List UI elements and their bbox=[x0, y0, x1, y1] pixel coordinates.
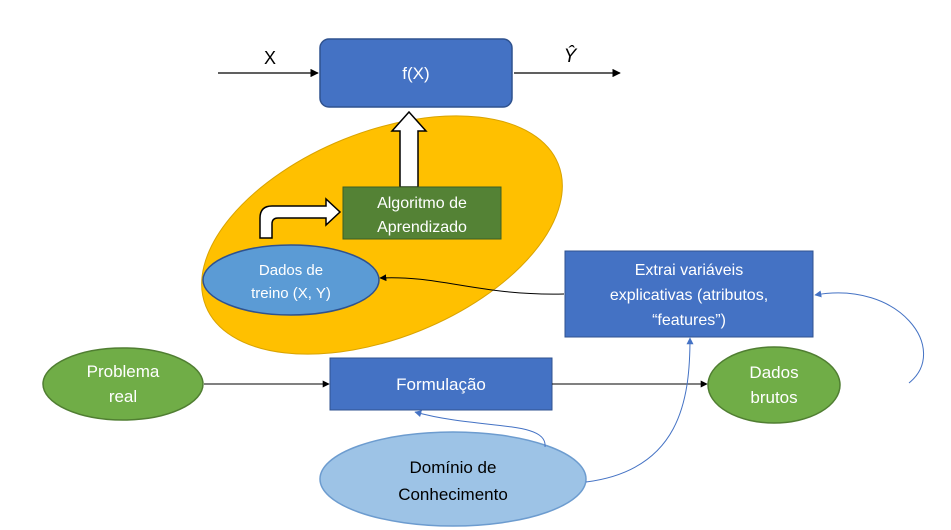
domain-knowledge-line1: Domínio de bbox=[410, 458, 497, 477]
training-data-line2: treino (X, Y) bbox=[251, 285, 331, 302]
raw-data-line2: brutos bbox=[750, 388, 797, 407]
output-label: Ŷ bbox=[564, 45, 578, 67]
extract-features-line1: Extrai variáveis bbox=[635, 262, 743, 279]
hollow-bent-arrow bbox=[259, 197, 342, 239]
domain-knowledge-ellipse bbox=[319, 431, 587, 527]
extract-features-line2: explicativas (atributos, bbox=[610, 287, 768, 304]
algorithm-box bbox=[342, 186, 502, 240]
real-problem-ellipse bbox=[42, 347, 204, 421]
features-to-training-connector bbox=[379, 274, 565, 295]
training-data-ellipse bbox=[202, 244, 380, 316]
hollow-up-arrow bbox=[390, 110, 428, 188]
model-box-label: f(X) bbox=[402, 64, 429, 83]
extract-features-box bbox=[564, 250, 814, 338]
algorithm-label-line2: Aprendizado bbox=[377, 219, 467, 236]
raw-data-ellipse bbox=[707, 346, 841, 424]
model-box bbox=[319, 38, 513, 108]
formulation-box bbox=[329, 357, 553, 411]
domain-to-formulation-connector bbox=[414, 410, 546, 448]
raw-data-line1: Dados bbox=[749, 363, 798, 382]
input-label: X bbox=[264, 48, 276, 68]
domain-knowledge-line2: Conhecimento bbox=[398, 485, 508, 504]
training-data-line1: Dados de bbox=[259, 262, 323, 279]
real-problem-line1: Problema bbox=[87, 362, 160, 381]
algorithm-label-line1: Algoritmo de bbox=[377, 195, 467, 212]
extract-features-line3: “features”) bbox=[652, 312, 726, 329]
rawdata-to-features-connector bbox=[814, 290, 924, 384]
formulation-label: Formulação bbox=[396, 375, 486, 394]
domain-to-features-connector bbox=[585, 337, 694, 483]
real-problem-line2: real bbox=[109, 387, 137, 406]
